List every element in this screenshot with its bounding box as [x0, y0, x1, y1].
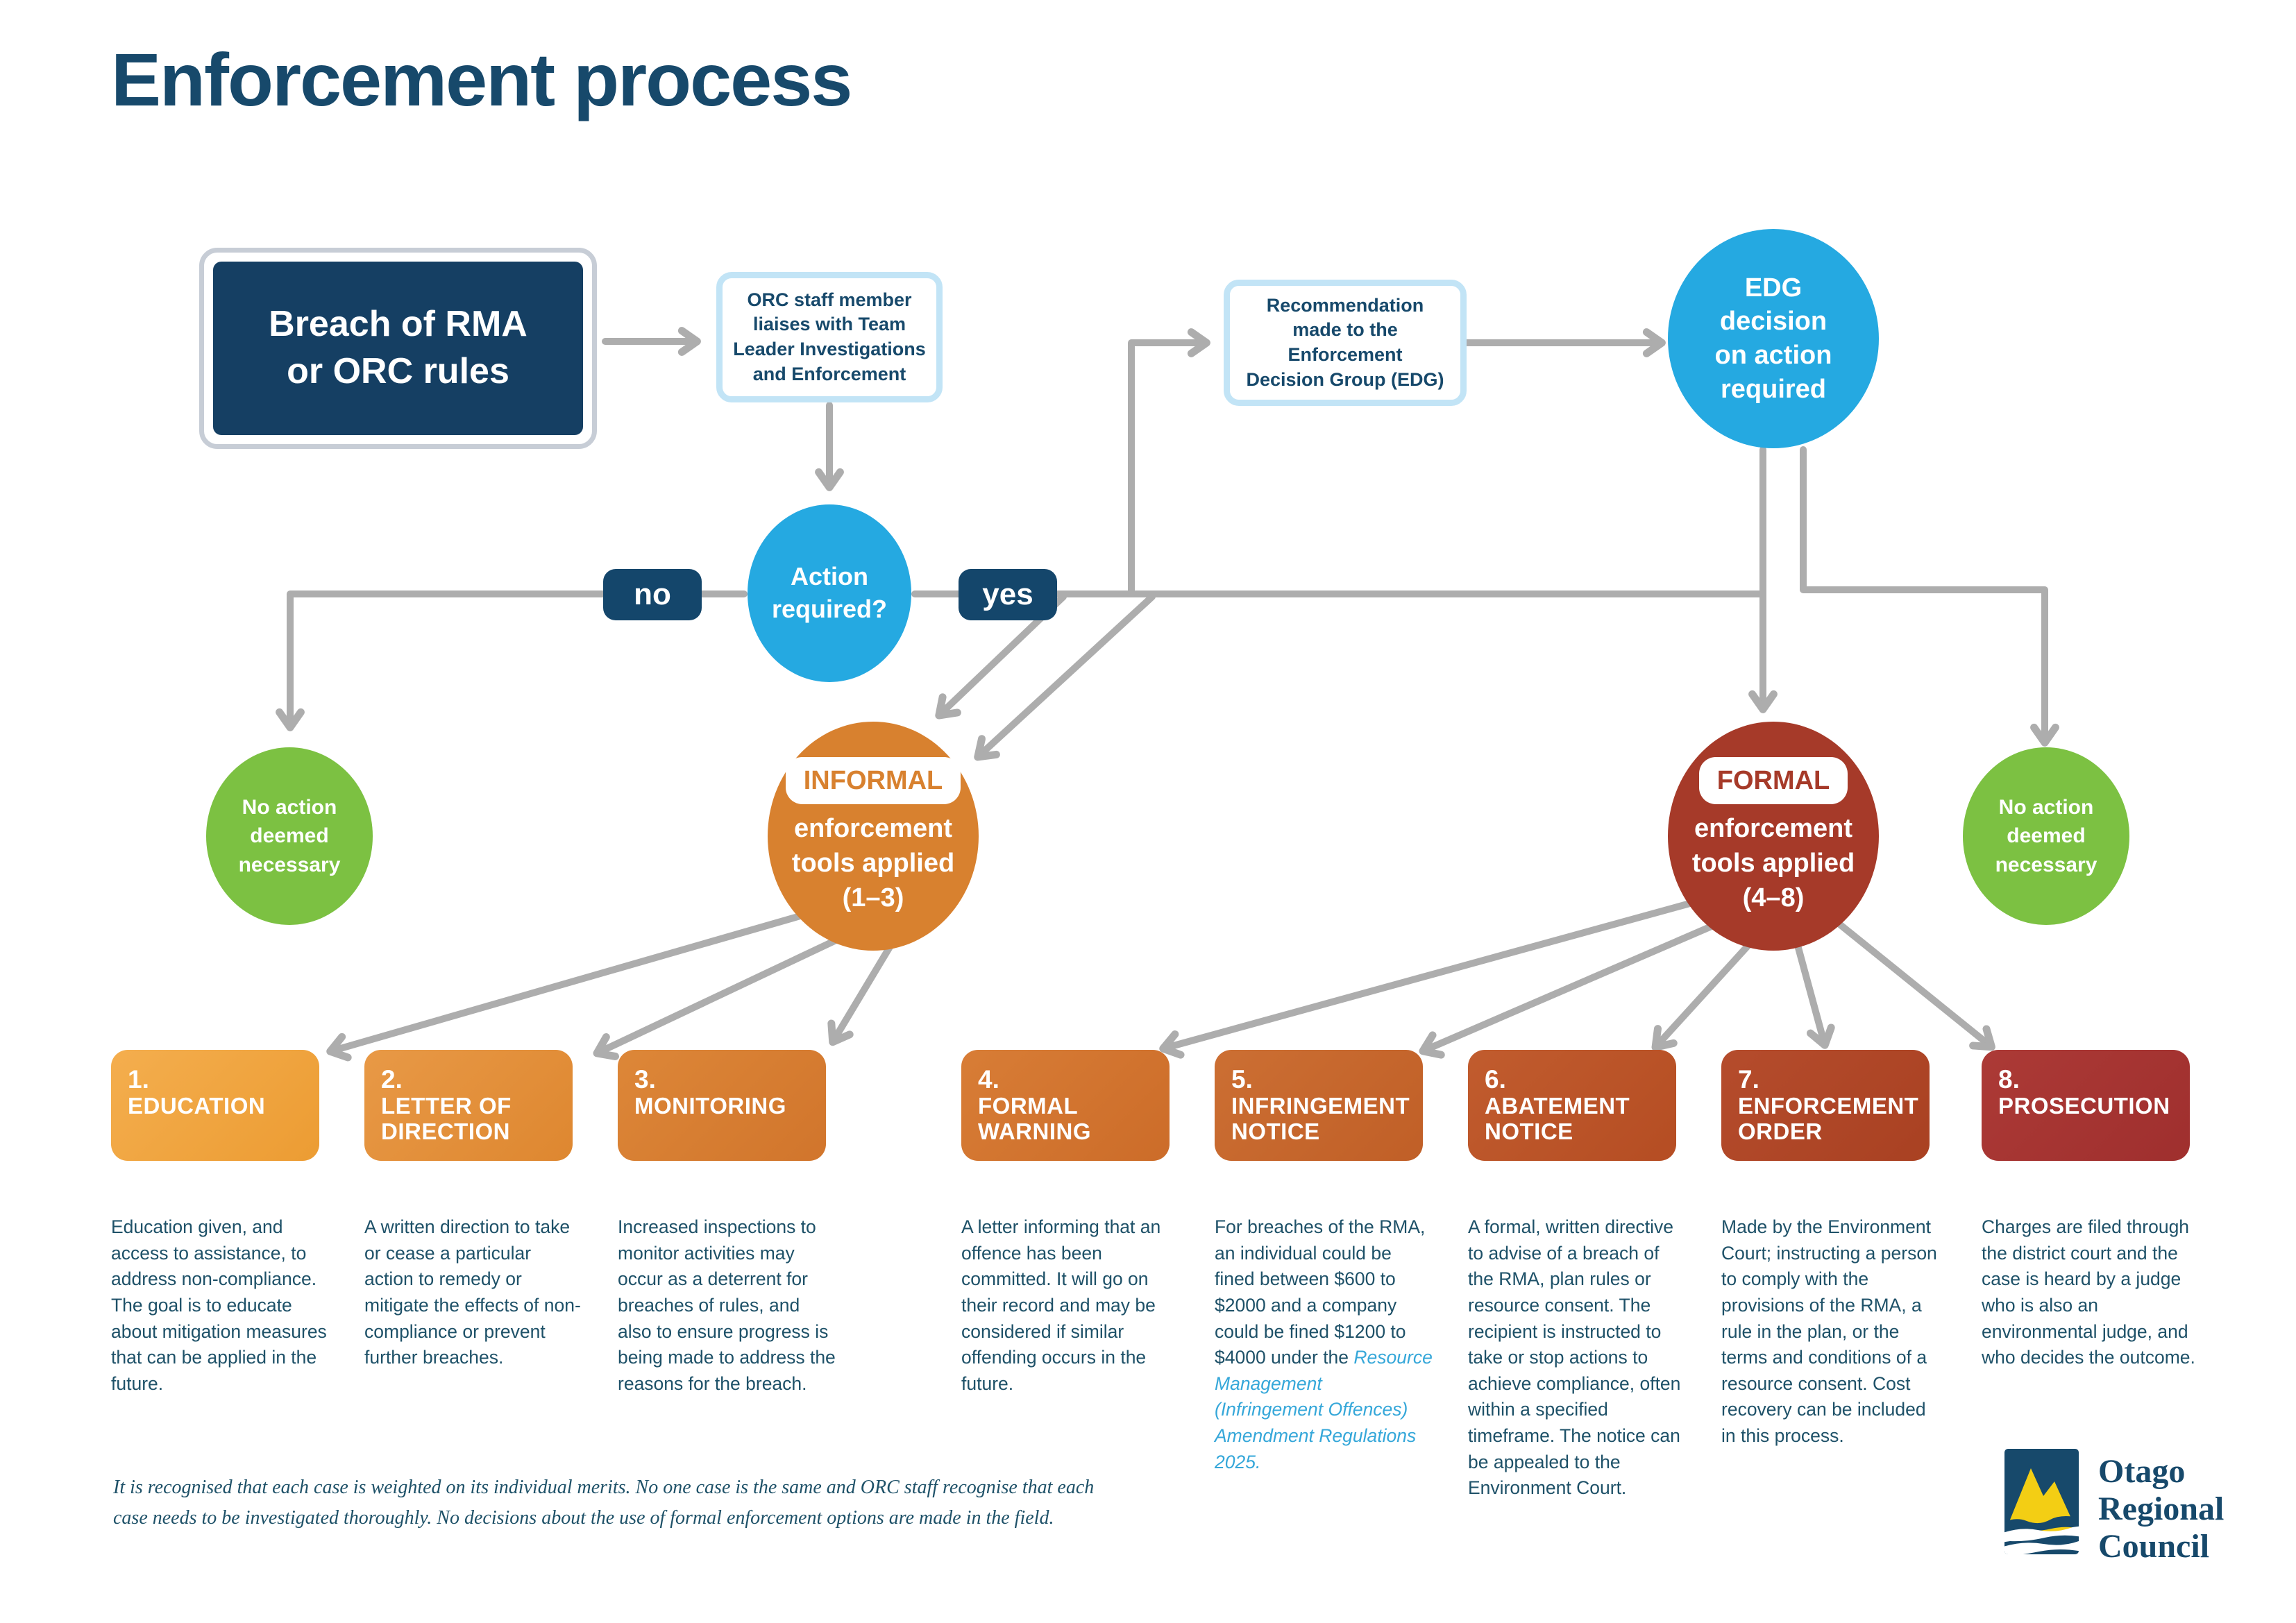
no-action-right-line-2: deemed [2007, 824, 2086, 848]
footer-note-line-1: It is recognised that each case is weigh… [113, 1477, 1095, 1498]
orc-logo-line-3: Council [2098, 1528, 2210, 1565]
tool-box-monitoring: 3. MONITORING [618, 1050, 826, 1161]
no-action-right-line-3: necessary [1995, 853, 2097, 876]
connector-informal-to-box2 [593, 928, 859, 1060]
orc-logo-line-2: Regional [2098, 1490, 2225, 1528]
footer-note-line-2: case needs to be investigated thoroughly… [113, 1507, 1054, 1529]
tool-box-letter-of-direction: 2. LETTER OF DIRECTION [364, 1050, 573, 1161]
orc-staff-line-3: Leader Investigations [733, 339, 926, 359]
formal-badge: FORMAL [1698, 756, 1848, 804]
formal-tools-node: FORMAL enforcement tools applied (4–8) [1668, 722, 1879, 951]
yes-label: yes [959, 569, 1057, 620]
connector-formal-to-box4 [1159, 899, 1698, 1059]
page-title: Enforcement process [111, 37, 852, 121]
tool-description-infringement-notice: For breaches of the RMA, an individual c… [1215, 1214, 1435, 1475]
breach-line-1: Breach of RMA [269, 304, 527, 345]
formal-line-3: (4–8) [1742, 883, 1805, 913]
no-action-node-right: No action deemed necessary [1963, 747, 2129, 925]
tool-box-education: 1. EDUCATION [111, 1050, 319, 1161]
connector-edg-to-green-right [1800, 446, 2059, 747]
breach-node: Breach of RMA or ORC rules [199, 248, 597, 449]
informal-badge: INFORMAL [785, 756, 961, 804]
recommendation-line-1: Recommendation [1266, 294, 1424, 316]
informal-line-3: (1–3) [842, 883, 904, 913]
tool-number: 8. [1998, 1065, 2020, 1094]
orc-logo-icon [2004, 1449, 2079, 1554]
formal-line-1: enforcement [1694, 813, 1853, 843]
formal-line-2: tools applied [1691, 849, 1855, 878]
tool-name: PROSECUTION [1998, 1092, 2170, 1119]
tool-number: 3. [634, 1065, 656, 1094]
tool-description-prosecution: Charges are filed through the district c… [1982, 1216, 2195, 1368]
connector-yes-to-recommendation [1128, 328, 1210, 597]
orc-logo-text: Otago Regional Council [2098, 1449, 2224, 1566]
edg-line-3: on action [1714, 341, 1832, 370]
action-required-node: Action required? [748, 504, 911, 682]
tool-description-education: Education given, and access to assistanc… [111, 1216, 327, 1394]
connector-informal-to-box1 [326, 911, 809, 1062]
tool-name: INFRINGEMENT NOTICE [1231, 1092, 1410, 1144]
tool-description-letter-of-direction: A written direction to take or cease a p… [364, 1216, 581, 1368]
tool-number: 4. [978, 1065, 999, 1094]
tool-box-prosecution: 8. PROSECUTION [1982, 1050, 2190, 1161]
connector-informal-to-box3 [827, 932, 900, 1046]
tool-number: 2. [381, 1065, 403, 1094]
orc-staff-line-2: liaises with Team [752, 314, 906, 335]
tool-name: EDUCATION [128, 1092, 266, 1119]
tool-description-monitoring: Increased inspections to monitor activit… [618, 1216, 836, 1394]
tool-number: 7. [1738, 1065, 1759, 1094]
tool-name: FORMAL WARNING [978, 1092, 1091, 1144]
tool-number: 1. [128, 1065, 149, 1094]
breach-line-2: or ORC rules [287, 351, 509, 391]
orc-staff-node: ORC staff member liaises with Team Leade… [716, 272, 943, 402]
connector-diagonal-to-informal-2 [974, 593, 1156, 761]
orc-logo: Otago Regional Council [2004, 1449, 2224, 1566]
orc-staff-line-1: ORC staff member [747, 289, 912, 310]
connector-formal-to-box8 [1834, 919, 1995, 1051]
connector-formal-to-box6 [1651, 932, 1761, 1051]
orc-logo-line-1: Otago [2098, 1453, 2186, 1490]
edg-line-4: required [1720, 374, 1827, 404]
tool-description-enforcement-order: Made by the Environment Court; instructi… [1721, 1216, 1937, 1446]
tool-number: 6. [1485, 1065, 1506, 1094]
edg-line-1: EDG [1744, 273, 1803, 303]
tool-box-abatement-notice: 6. ABATEMENT NOTICE [1468, 1050, 1676, 1161]
tool-box-enforcement-order: 7. ENFORCEMENT ORDER [1721, 1050, 1930, 1161]
breach-node-label: Breach of RMA or ORC rules [213, 262, 583, 435]
edg-decision-node: EDG decision on action required [1668, 229, 1879, 448]
tool-box-infringement-notice: 5. INFRINGEMENT NOTICE [1215, 1050, 1423, 1161]
no-action-right-line-1: No action [1998, 795, 2094, 819]
tool-description-infringement-text: For breaches of the RMA, an individual c… [1215, 1216, 1426, 1368]
tool-name: LETTER OF DIRECTION [381, 1092, 512, 1144]
recommendation-line-4: Decision Group (EDG) [1246, 368, 1444, 390]
tool-name: ABATEMENT NOTICE [1485, 1092, 1630, 1144]
no-action-node-left: No action deemed necessary [206, 747, 373, 925]
connector-formal-to-box5 [1419, 918, 1726, 1059]
informal-line-2: tools applied [791, 849, 955, 878]
action-line-2: required? [771, 595, 888, 623]
action-line-1: Action [791, 562, 868, 591]
tool-number: 5. [1231, 1065, 1253, 1094]
regulations-link[interactable]: Resource Management (Infringement Offenc… [1215, 1347, 1433, 1472]
orc-staff-line-4: and Enforcement [752, 363, 906, 384]
edg-line-2: decision [1719, 307, 1827, 337]
tool-box-formal-warning: 4. FORMAL WARNING [961, 1050, 1170, 1161]
tool-name: ENFORCEMENT ORDER [1738, 1092, 1919, 1144]
tool-description-formal-warning: A letter informing that an offence has b… [961, 1216, 1161, 1394]
recommendation-node: Recommendation made to the Enforcement D… [1224, 280, 1467, 406]
tool-description-abatement-notice: A formal, written directive to advise of… [1468, 1216, 1681, 1499]
recommendation-line-3: Enforcement [1288, 344, 1403, 365]
tool-name: MONITORING [634, 1092, 786, 1119]
no-action-left-line-1: No action [242, 795, 337, 819]
no-action-left-line-3: necessary [238, 853, 341, 876]
no-action-left-line-2: deemed [250, 824, 329, 848]
no-label: no [603, 569, 702, 620]
recommendation-line-2: made to the [1292, 319, 1398, 341]
connector-no-to-green-left [276, 590, 748, 731]
informal-line-1: enforcement [793, 813, 953, 843]
connector-formal-to-box7 [1793, 937, 1835, 1049]
informal-tools-node: INFORMAL enforcement tools applied (1–3) [768, 722, 979, 951]
